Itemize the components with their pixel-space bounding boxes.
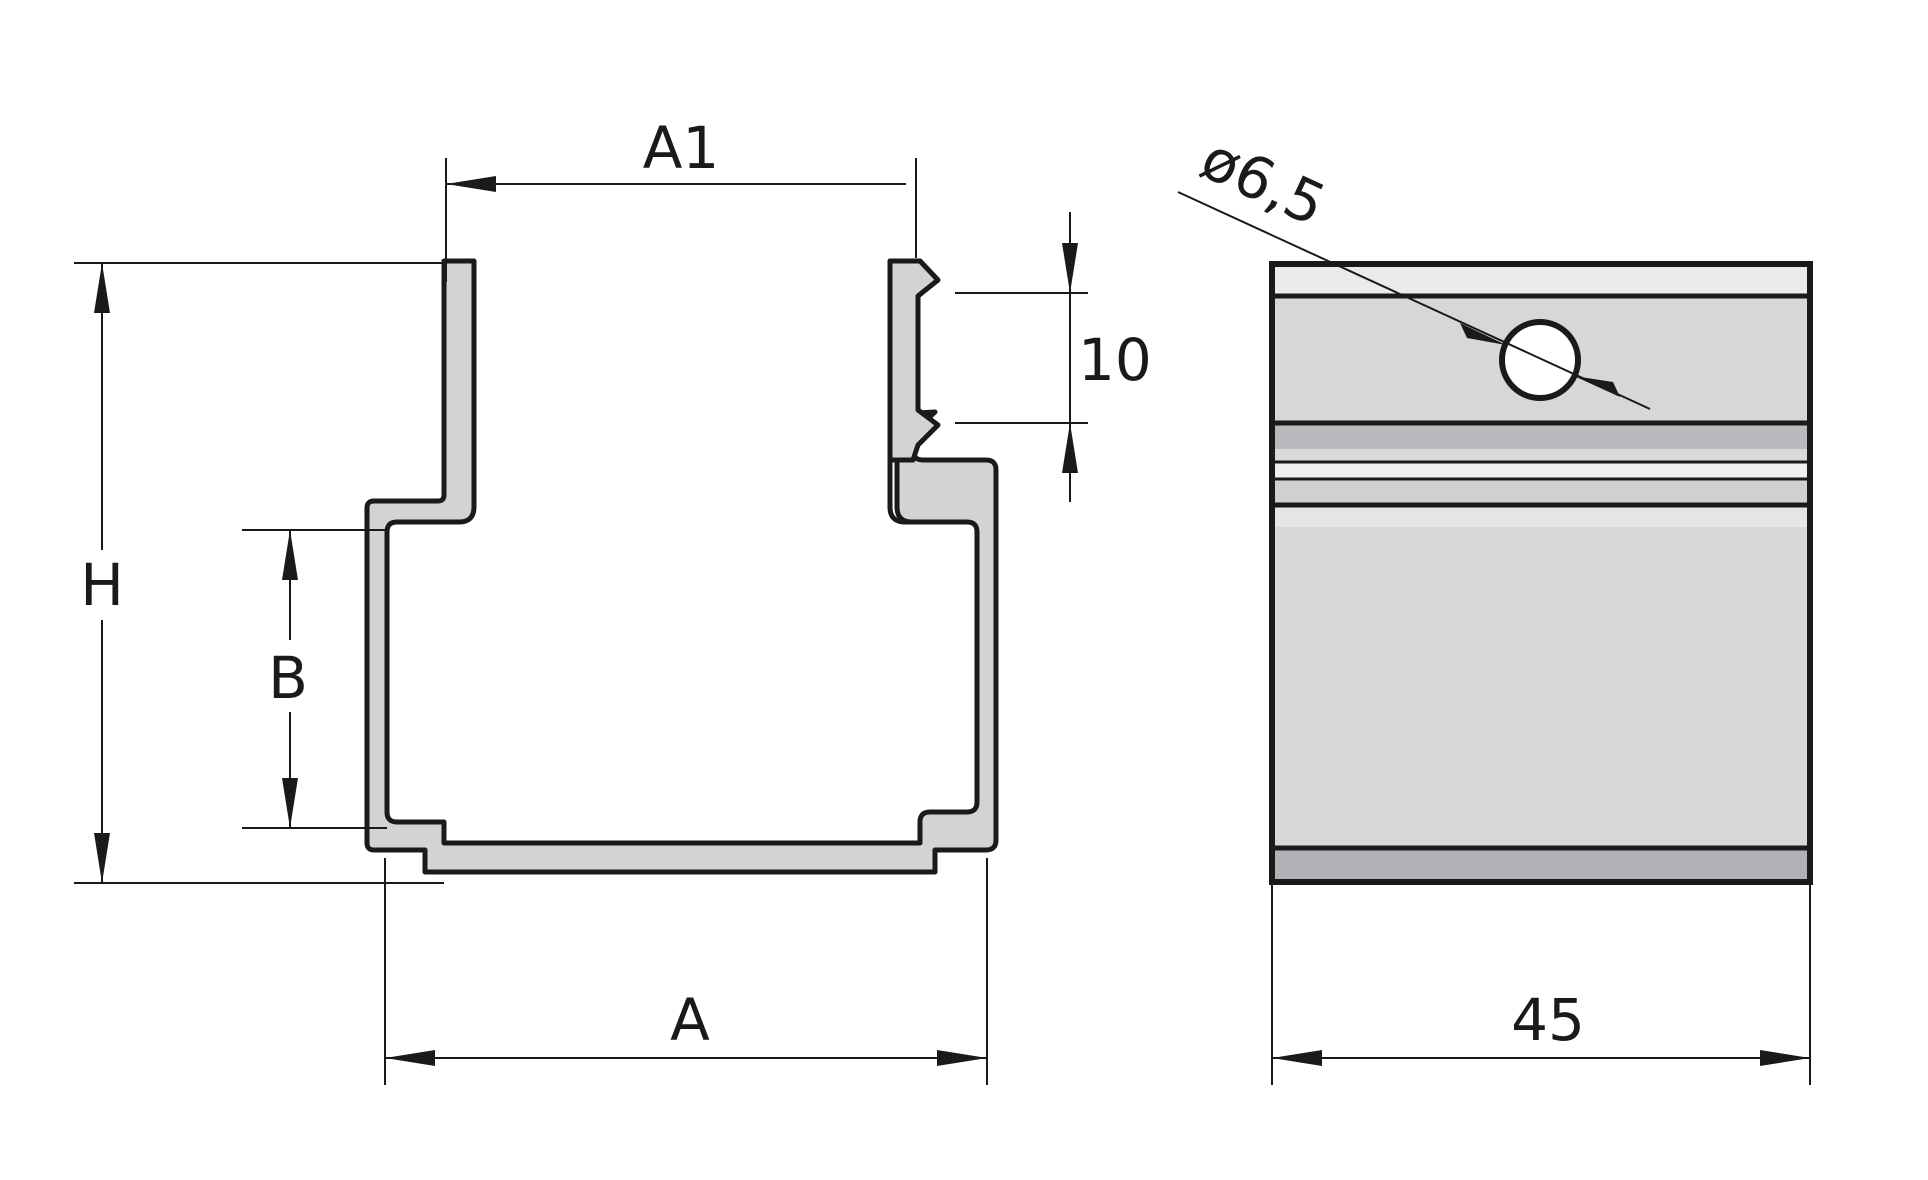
arrowhead [282, 530, 298, 580]
dimension-b: B [242, 529, 387, 829]
dimension-label-b: B [268, 644, 308, 712]
right-flange-tongue [887, 258, 941, 463]
mid-band-grey [1272, 479, 1810, 505]
arrowhead [385, 1050, 435, 1066]
mid-band-dark [1272, 425, 1810, 449]
side-view-outline [1269, 261, 1813, 885]
dimension-h: H [70, 262, 444, 884]
mid-band-light [1272, 449, 1810, 463]
arrowhead [94, 263, 110, 313]
mid-band-bright [1272, 463, 1810, 479]
dimension-45: 45 [1271, 882, 1811, 1085]
arrowhead [282, 778, 298, 828]
mounting-hole [1499, 319, 1581, 401]
dimension-a1: A1 [445, 114, 917, 282]
arrowhead [94, 833, 110, 883]
arrowhead [1460, 323, 1506, 345]
dimension-label-10: 10 [1078, 326, 1152, 394]
arrowhead [1062, 423, 1078, 473]
arrowhead [937, 1050, 987, 1066]
arrowhead [1574, 376, 1620, 397]
arrowhead [1062, 243, 1078, 293]
dimension-label-a: A [670, 986, 710, 1054]
lower-band-light [1272, 505, 1810, 527]
arrowhead [446, 176, 496, 192]
dimension-a: A [384, 858, 988, 1085]
right-flange-inner [887, 265, 967, 525]
bottom-band-dark [1272, 850, 1810, 882]
side-view [1269, 261, 1813, 885]
dimension-label-45: 45 [1511, 986, 1585, 1054]
arrowhead [1760, 1050, 1810, 1066]
top-band [1272, 264, 1810, 296]
dimension-label-hole: ø6,5 [1191, 124, 1335, 239]
dimension-label-a1: A1 [643, 114, 720, 182]
channel-profile-section [364, 258, 999, 875]
dimension-10: 10 [955, 212, 1152, 502]
dimension-label-h: H [80, 551, 124, 619]
arrowhead [1272, 1050, 1322, 1066]
